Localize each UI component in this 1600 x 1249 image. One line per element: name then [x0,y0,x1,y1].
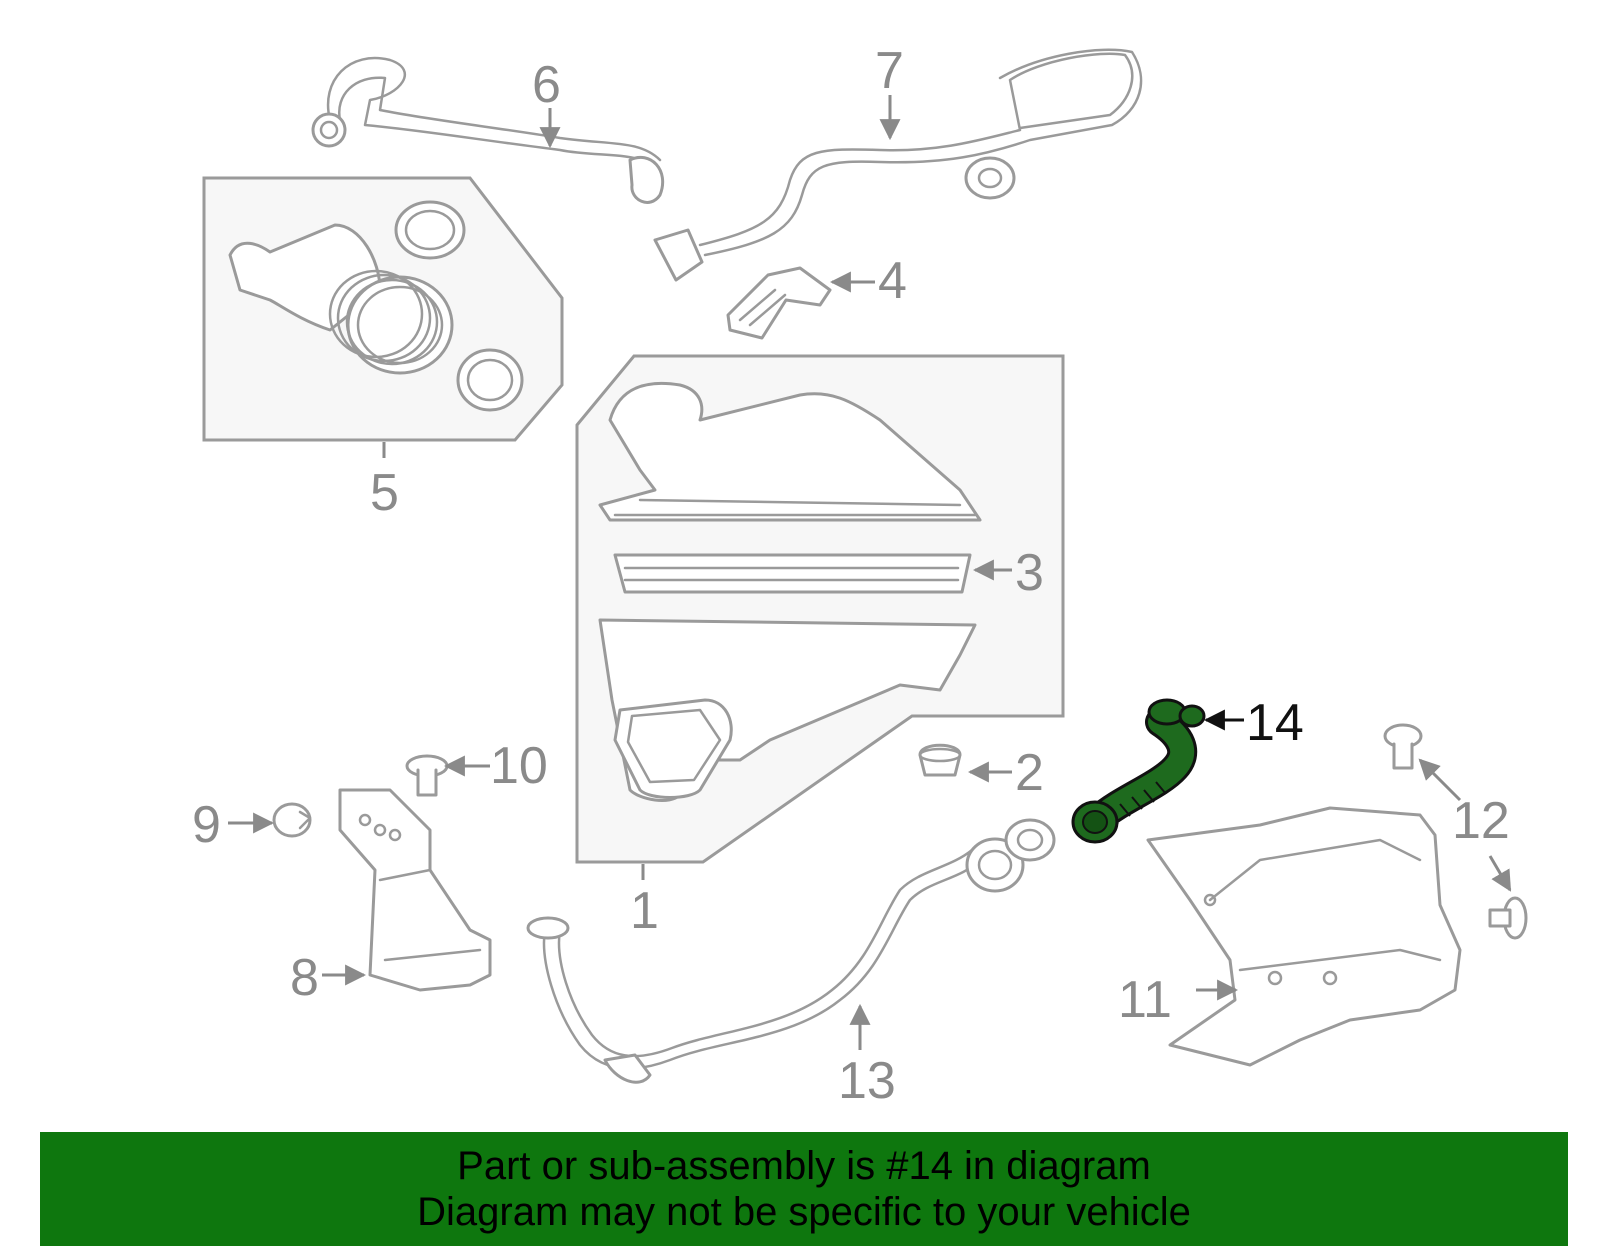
callout-12: 12 [1452,792,1510,850]
callout-5: 5 [370,464,399,522]
leader-12a [1418,758,1462,802]
callout-8: 8 [290,949,319,1007]
info-banner: Part or sub-assembly is #14 in diagram D… [40,1132,1568,1246]
part-14-highlighted-hose [1071,698,1206,844]
part-12-pin-lower [1488,896,1528,940]
part-11-tray [1146,806,1462,1067]
callout-11: 11 [1118,971,1172,1029]
callout-7: 7 [875,42,904,100]
part-5-intake-duct [228,200,524,412]
part-air-cleaner-housing [598,618,977,802]
callout-9: 9 [192,796,221,854]
callout-1: 1 [630,882,659,940]
callout-2: 2 [1015,744,1044,802]
part-air-cleaner-cover [598,381,982,522]
callout-13: 13 [838,1052,896,1110]
banner-line-1: Part or sub-assembly is #14 in diagram [457,1144,1151,1188]
part-2-grommet [918,743,962,777]
callout-4: 4 [878,252,907,310]
part-13-inlet-hose [526,818,1056,1084]
banner-line-2: Diagram may not be specific to your vehi… [417,1190,1191,1234]
part-9-clip [272,802,312,838]
part-10-push-pin [405,754,449,797]
part-3-air-filter [613,553,972,594]
part-6-vent-hose [311,56,665,204]
leader-12b [1488,855,1512,892]
part-7-vent-tube [653,48,1143,282]
callout-14: 14 [1246,694,1304,752]
callout-10: 10 [490,737,548,795]
callout-6: 6 [532,56,561,114]
part-8-bracket [338,788,492,992]
part-4-sensor [726,266,832,340]
part-12-pin-upper [1383,723,1423,770]
callout-3: 3 [1015,544,1044,602]
